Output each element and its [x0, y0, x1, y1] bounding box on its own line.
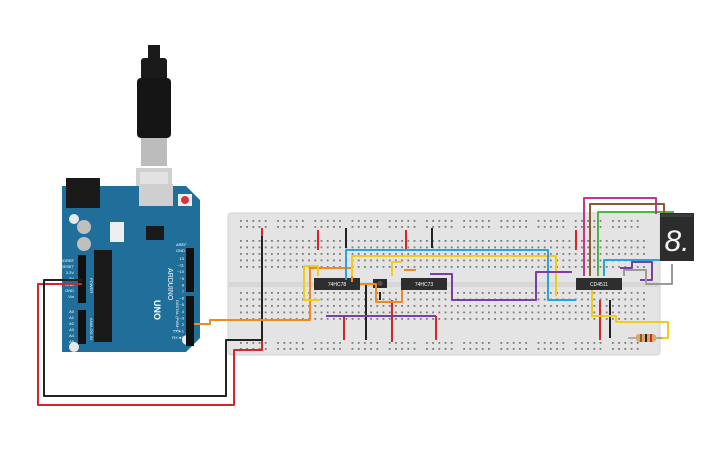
digit-readout: 8.	[664, 225, 689, 258]
pin-label: A3	[69, 327, 75, 332]
model-text: UNO	[152, 300, 162, 320]
wire-red	[37, 228, 263, 406]
mount-hole-icon	[69, 214, 79, 224]
pin-label: 2	[182, 322, 185, 327]
atmega-chip	[94, 250, 112, 342]
pin-label: ~3	[179, 315, 184, 320]
power-header-label: POWER	[89, 278, 94, 293]
pin-label: A0	[69, 309, 75, 314]
digital-header-low	[186, 296, 194, 346]
resistor[interactable]	[628, 334, 662, 342]
pushbutton[interactable]	[373, 279, 387, 288]
wire-magenta	[583, 197, 657, 276]
chip1-label: 74HC78	[328, 282, 347, 288]
pin-label: 7	[182, 289, 185, 294]
wire-yellow	[303, 265, 320, 301]
pin-label: TX►1	[173, 329, 185, 334]
wire-black	[43, 236, 263, 397]
analog-header	[78, 310, 86, 344]
chip3-label: CD4511	[590, 282, 608, 288]
power-jack	[66, 178, 100, 208]
wire-orange	[360, 283, 403, 303]
wire-purple	[430, 271, 572, 301]
pin-label: 3.3V	[66, 270, 75, 275]
digital-pin-labels: 13 ~11~10 ~98 7 ~6~5 4~3 2TX►1RX◄0	[172, 256, 185, 340]
usb-port	[139, 184, 173, 206]
reset-button[interactable]	[181, 196, 189, 204]
gnd-label: GND	[176, 248, 185, 253]
wire-blue	[345, 249, 576, 301]
pin-label: RESET	[61, 264, 75, 269]
pin-label: ~6	[179, 296, 184, 301]
wire-green	[597, 211, 674, 276]
pin-label: IOREF	[62, 258, 75, 263]
pin-label: 8	[182, 282, 185, 287]
pin-label: RX◄0	[172, 335, 185, 340]
pin-label: A1	[69, 315, 75, 320]
usb-cable[interactable]	[136, 45, 172, 204]
pin-label: 4	[182, 309, 185, 314]
pin-label: GND	[65, 288, 74, 293]
pin-label: A5	[69, 339, 75, 344]
arduino-board[interactable]: ARDUINO UNO AREF GND 13 ~11~10 ~98 7 ~6~5 4~3…	[61, 178, 200, 352]
pin-label: ~5	[179, 302, 184, 307]
pin-label: 5V	[69, 276, 74, 281]
chip2-label: 74HC73	[415, 282, 434, 288]
pin-label: ~10	[177, 269, 185, 274]
aref-label: AREF	[176, 242, 187, 247]
pin-label: ~11	[178, 263, 185, 268]
pin-label: ~9	[179, 276, 184, 281]
digital-header-high	[186, 248, 194, 292]
wire-gray	[623, 264, 673, 285]
pin-label: 13	[180, 256, 185, 261]
chip-cd4511[interactable]: CD4511	[576, 278, 622, 290]
wire-brown	[589, 203, 665, 276]
seven-segment-display[interactable]: 8.	[660, 213, 694, 261]
pin-label: Vin	[68, 294, 74, 299]
mount-hole-icon	[69, 342, 79, 352]
chip-74hc78[interactable]: 74HC78	[314, 278, 360, 290]
wire-yellow	[351, 255, 557, 296]
wire-purple	[620, 261, 653, 281]
wire-yellow	[391, 261, 402, 276]
analog-header-label: ANALOG IN	[89, 318, 94, 340]
digital-header-label: DIGITAL (PWM~)	[175, 300, 180, 332]
pin-label: A4	[69, 333, 75, 338]
chip-74hc73[interactable]: 74HC73	[401, 278, 447, 290]
brand-text: ARDUINO	[166, 268, 173, 301]
wire-yellow	[591, 290, 669, 339]
pin-label: A2	[69, 321, 75, 326]
